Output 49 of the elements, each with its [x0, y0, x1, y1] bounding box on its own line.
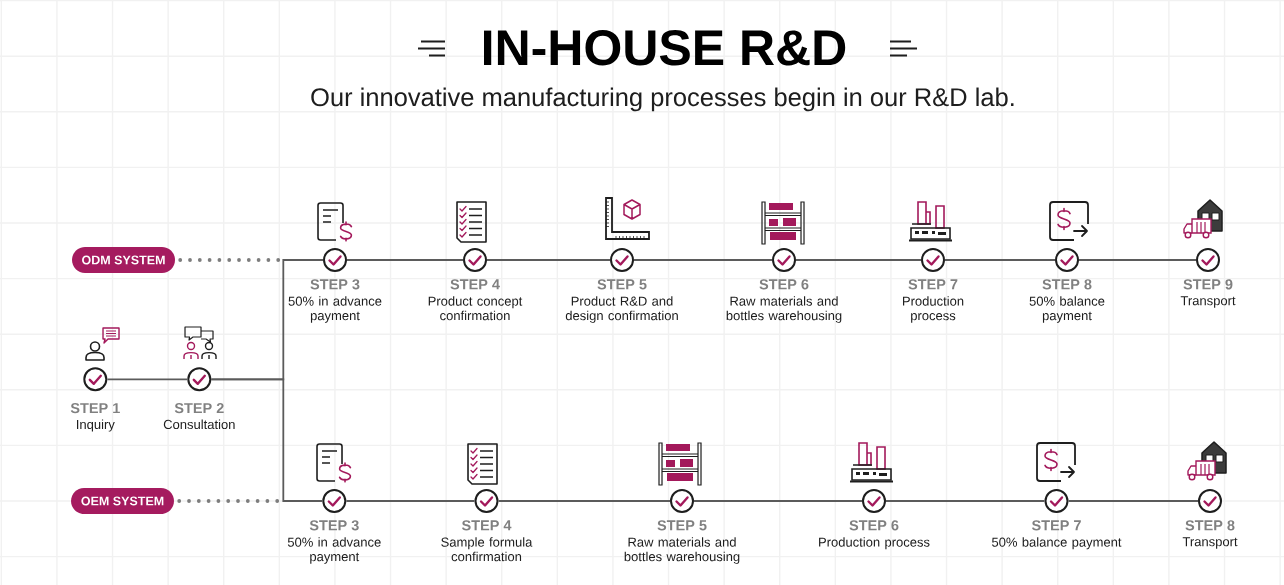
step-number: STEP 8 [1185, 520, 1235, 531]
system-pill: OEM SYSTEM [71, 488, 174, 514]
step-number: STEP 5 [657, 520, 707, 531]
connector-line [177, 499, 281, 503]
step-label: 50% in advance payment [287, 537, 381, 564]
connector-line [795, 259, 922, 261]
connector-line [106, 378, 189, 381]
step-label: Consultation [163, 419, 235, 430]
connector-line [346, 259, 464, 261]
step-number: STEP 1 [70, 403, 120, 414]
connector-line [633, 259, 773, 261]
connector-line [885, 500, 1046, 502]
step-label: Sample formula confirmation [441, 537, 533, 562]
connector-line [178, 258, 281, 262]
step-number: STEP 3 [310, 279, 360, 290]
step-label: 50% balance payment [992, 537, 1122, 550]
step-label: Transport [1180, 296, 1236, 308]
subtitle: Our innovative manufacturing processes begin in our R&D lab. [311, 87, 1014, 112]
connector-line [497, 500, 671, 502]
connector-line [345, 500, 476, 502]
step-number: STEP 7 [908, 279, 958, 290]
step-number: STEP 2 [174, 403, 224, 414]
step-label: Production process [819, 537, 930, 550]
title: IN-HOUSE R&D [484, 30, 846, 66]
step-number: STEP 4 [461, 520, 512, 531]
connector-line [1067, 500, 1199, 502]
step-number: STEP 8 [1042, 279, 1092, 290]
step-label: Raw materials and bottles warehousing [624, 537, 740, 564]
step-number: STEP 6 [759, 279, 809, 290]
step-label: Transport [1182, 537, 1238, 549]
step-number: STEP 3 [309, 520, 359, 531]
step-label: Product concept confirmation [428, 296, 523, 321]
step-number: STEP 6 [849, 520, 899, 531]
connector-line [486, 259, 611, 261]
connector-line [693, 500, 863, 502]
step-number: STEP 4 [450, 279, 500, 290]
step-number: STEP 5 [597, 279, 647, 290]
step-label: Product R&D and design confirmation [565, 296, 678, 323]
system-pill: ODM SYSTEM [72, 247, 175, 273]
step-number: STEP 9 [1183, 279, 1233, 290]
step-label: Production process [903, 296, 964, 323]
step-label: Inquiry [77, 419, 115, 432]
step-number: STEP 7 [1031, 520, 1081, 531]
connector-line [210, 378, 324, 502]
step-label: 50% in advance payment [288, 296, 382, 323]
connector-line [944, 259, 1056, 261]
step-label: Raw materials and bottles warehousing [726, 296, 842, 323]
step-label: 50% balance payment [1029, 296, 1105, 323]
connector-line [1078, 259, 1197, 261]
